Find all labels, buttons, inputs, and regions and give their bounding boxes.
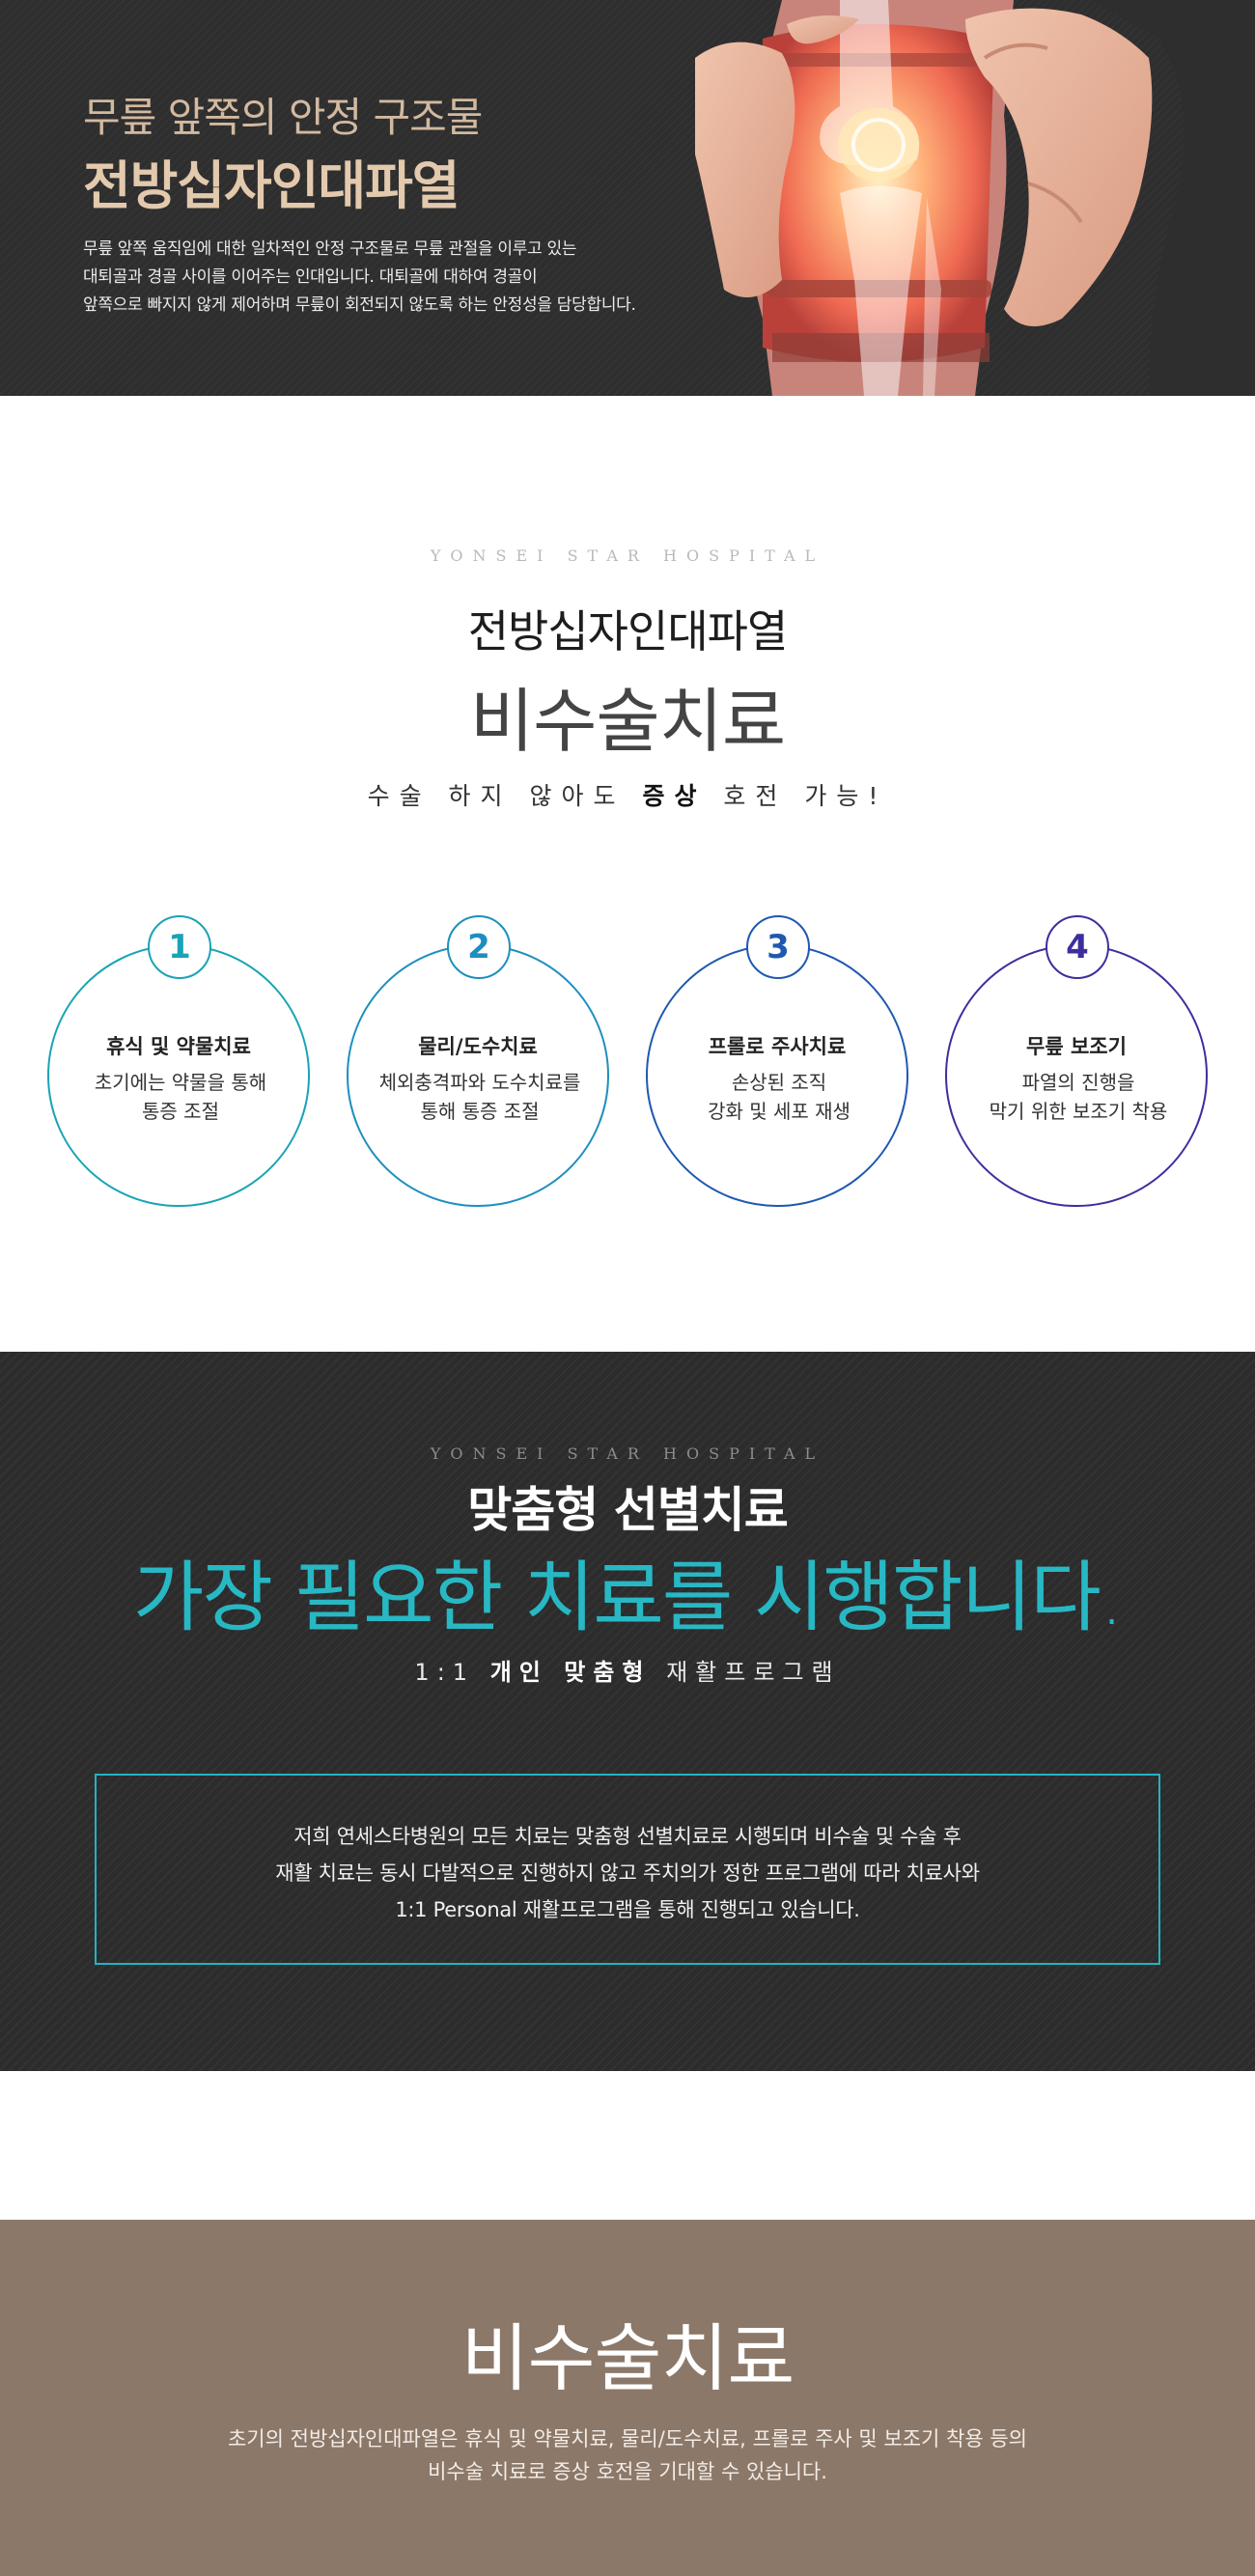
- step-title: 프롤로 주사치료: [708, 1035, 847, 1058]
- step-description-line: 초기에는 약물을 통해: [94, 1071, 267, 1094]
- hero-banner: 무릎 앞쪽의 안정 구조물 전방십자인대파열 무릎 앞쪽 움직임에 대한 일차적…: [0, 0, 1255, 396]
- step-description-line: 통해 통증 조절: [420, 1100, 540, 1123]
- tagline-emphasis: 증상: [642, 782, 707, 810]
- info-line: 저희 연세스타병원의 모든 치료는 맞춤형 선별치료로 시행되며 비수술 및 수…: [293, 1825, 962, 1848]
- tagline-text: 수술 하지 않아도: [367, 782, 626, 810]
- summary-line: 비수술 치료로 증상 호전을 기대할 수 있습니다.: [428, 2460, 827, 2483]
- step-description-line: 강화 및 세포 재생: [708, 1100, 851, 1123]
- step-title: 휴식 및 약물치료: [106, 1035, 251, 1058]
- section-headline: 가장 필요한 치료를 시행합니다.: [132, 1553, 1125, 1642]
- summary-description: 초기의 전방십자인대파열은 휴식 및 약물치료, 물리/도수치료, 프롤로 주사…: [0, 2422, 1255, 2488]
- hero-description-line: 앞쪽으로 빠지지 않게 제어하며 무릎이 회전되지 않도록 하는 안정성을 담당…: [83, 295, 636, 315]
- step-description: 파열의 진행을 막기 위한 보조기 착용: [957, 1068, 1200, 1126]
- step-description: 체외충격파와 도수치료를 통해 통증 조절: [358, 1068, 601, 1126]
- info-text: 저희 연세스타병원의 모든 치료는 맞춤형 선별치료로 시행되며 비수술 및 수…: [97, 1818, 1158, 1928]
- section-subtitle: 비수술치료: [469, 681, 786, 762]
- step-title: 무릎 보조기: [1026, 1035, 1127, 1058]
- tagline-emphasis: 개인 맞춤형: [489, 1659, 652, 1686]
- hero-title: 전방십자인대파열: [83, 155, 460, 216]
- step-description-line: 막기 위한 보조기 착용: [989, 1100, 1168, 1123]
- tagline: 1:1 개인 맞춤형 재활프로그램: [0, 1653, 1255, 1687]
- step-description: 초기에는 약물을 통해 통증 조절: [59, 1068, 302, 1126]
- section-title: 맞춤형 선별치료: [467, 1482, 788, 1538]
- info-line: 재활 치료는 동시 다발적으로 진행하지 않고 주치의가 정한 프로그램에 따라…: [275, 1862, 980, 1885]
- step-description-line: 파열의 진행을: [1021, 1071, 1135, 1094]
- brand-text: YONSEI STAR HOSPITAL: [430, 546, 825, 565]
- tagline-text: 1:1: [414, 1659, 476, 1686]
- step-description-line: 손상된 조직: [731, 1071, 827, 1094]
- brand-text: YONSEI STAR HOSPITAL: [430, 1444, 825, 1463]
- summary-title: 비수술치료: [460, 2315, 795, 2401]
- section-title: 전방십자인대파열: [467, 605, 789, 658]
- step-title: 물리/도수치료: [418, 1035, 538, 1058]
- tagline-text: 호전 가능!: [723, 782, 888, 810]
- step-description-line: 통증 조절: [142, 1100, 219, 1123]
- knee-brace-photo: [695, 0, 1255, 396]
- treatment-step-4: 4 무릎 보조기 파열의 진행을 막기 위한 보조기 착용: [945, 915, 1208, 1207]
- treatment-step-3: 3 프롤로 주사치료 손상된 조직 강화 및 세포 재생: [646, 915, 908, 1207]
- tagline: 수술 하지 않아도 증상 호전 가능!: [0, 777, 1255, 812]
- custom-treatment-section: YONSEI STAR HOSPITAL 맞춤형 선별치료 가장 필요한 치료를…: [0, 1352, 1255, 2071]
- step-description-line: 체외충격파와 도수치료를: [378, 1071, 581, 1094]
- non-surgical-summary-section: 비수술치료 초기의 전방십자인대파열은 휴식 및 약물치료, 물리/도수치료, …: [0, 2220, 1255, 2576]
- tagline-text: 재활프로그램: [666, 1659, 841, 1686]
- non-surgical-section: YONSEI STAR HOSPITAL 전방십자인대파열 비수술치료 수술 하…: [0, 396, 1255, 1352]
- hero-description: 무릎 앞쪽 움직임에 대한 일차적인 안정 구조물로 무릎 관절을 이루고 있는…: [83, 236, 701, 320]
- summary-line: 초기의 전방십자인대파열은 휴식 및 약물치료, 물리/도수치료, 프롤로 주사…: [227, 2427, 1027, 2450]
- hero-description-line: 무릎 앞쪽 움직임에 대한 일차적인 안정 구조물로 무릎 관절을 이루고 있는: [83, 239, 577, 259]
- step-number: 1: [148, 915, 211, 979]
- hero-subtitle: 무릎 앞쪽의 안정 구조물: [83, 94, 483, 141]
- step-number: 2: [447, 915, 511, 979]
- step-number: 4: [1046, 915, 1109, 979]
- info-box: 저희 연세스타병원의 모든 치료는 맞춤형 선별치료로 시행되며 비수술 및 수…: [95, 1774, 1160, 1965]
- step-description: 손상된 조직 강화 및 세포 재생: [657, 1068, 901, 1126]
- hero-description-line: 대퇴골과 경골 사이를 이어주는 인대입니다. 대퇴골에 대하여 경골이: [83, 267, 538, 287]
- info-line: 1:1 Personal 재활프로그램을 통해 진행되고 있습니다.: [395, 1898, 860, 1921]
- treatment-step-2: 2 물리/도수치료 체외충격파와 도수치료를 통해 통증 조절: [347, 915, 609, 1207]
- step-number: 3: [746, 915, 810, 979]
- treatment-step-1: 1 휴식 및 약물치료 초기에는 약물을 통해 통증 조절: [47, 915, 310, 1207]
